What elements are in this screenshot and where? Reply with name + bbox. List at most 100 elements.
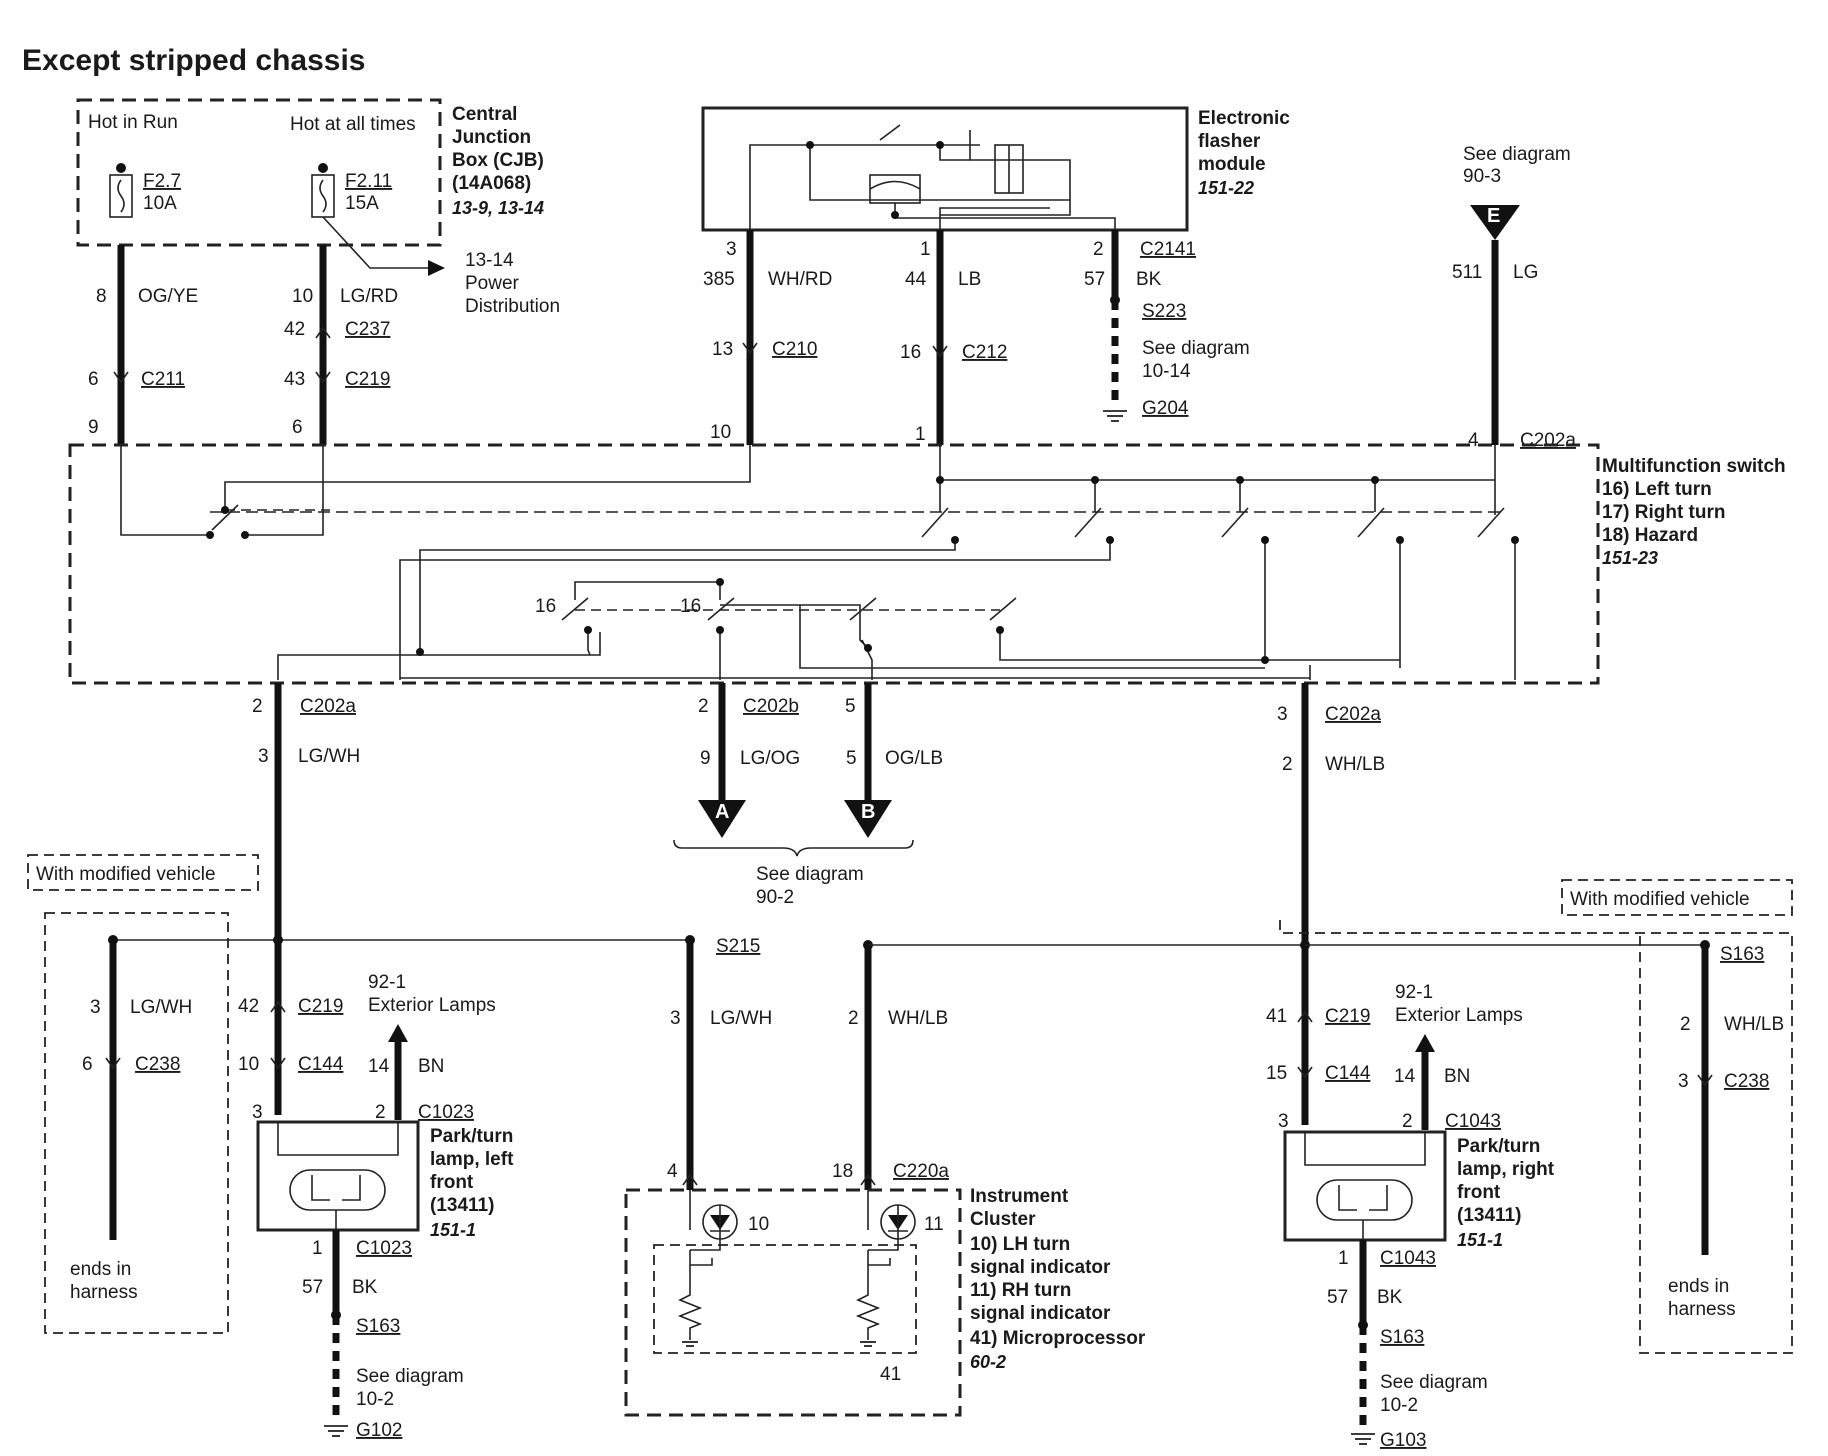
flasher-module-box bbox=[701, 106, 1189, 232]
connector-c2141: C2141 bbox=[1140, 239, 1196, 260]
left-modified-box bbox=[44, 912, 229, 1334]
splice-s163-right bbox=[1358, 1320, 1368, 1330]
fuse-f27-label: F2.7 bbox=[143, 171, 181, 192]
right-mod-color: WH/LB bbox=[1724, 1014, 1784, 1035]
connector-c144-left: C144 bbox=[298, 1054, 344, 1075]
left-lamp-bulb-icon bbox=[277, 1122, 399, 1230]
wire-lb-circuit: 44 bbox=[905, 269, 927, 290]
wire-wh-lb-right-circuit: 2 bbox=[1282, 754, 1293, 775]
splice-s163-left-label: S163 bbox=[356, 1316, 400, 1337]
left-lamp-pin-a: 3 bbox=[252, 1102, 263, 1123]
right-modified-label: With modified vehicle bbox=[1570, 889, 1750, 910]
connector-c238-right: C238 bbox=[1724, 1071, 1769, 1092]
wire-wh-lb-right-pin-top: 3 bbox=[1277, 704, 1288, 725]
wire-lg-color: LG bbox=[1513, 262, 1538, 283]
power-distribution-line1: Power bbox=[465, 273, 520, 294]
left-gnd-pin: 1 bbox=[312, 1238, 323, 1259]
center-pin-lh: 4 bbox=[667, 1161, 678, 1182]
flasher-line1: Electronic bbox=[1198, 108, 1290, 129]
wire-og-lb-pin-top: 5 bbox=[845, 696, 856, 717]
wire-bk-flasher-pin: 2 bbox=[1093, 239, 1104, 260]
instrument-cluster-box bbox=[624, 1188, 962, 1417]
left-lamp-box bbox=[256, 1120, 420, 1232]
cjb-box bbox=[76, 98, 442, 247]
left-lamp-line3: front bbox=[430, 1172, 474, 1193]
wire-wh-rd-color: WH/RD bbox=[768, 269, 832, 290]
left-lamp-line2: lamp, left bbox=[430, 1149, 514, 1170]
wire-bk-flasher-circuit: 57 bbox=[1084, 269, 1105, 290]
wire-lg-og-color: LG/OG bbox=[740, 748, 800, 769]
wire-lg-og-circuit: 9 bbox=[700, 748, 711, 769]
connector-c219-top: C219 bbox=[345, 369, 390, 390]
marker-b-label: B bbox=[861, 801, 875, 823]
wire-og-lb-color: OG/LB bbox=[885, 748, 943, 769]
wire-lg-rd-pin-b: 43 bbox=[284, 369, 305, 390]
connector-c1043-bottom: C1043 bbox=[1380, 1248, 1436, 1269]
wire-wh-rd-pin-mid: 13 bbox=[712, 339, 733, 360]
lh-turn-indicator-icon bbox=[702, 1204, 738, 1240]
wire-lg-rd-pin-bot: 6 bbox=[292, 417, 303, 438]
right-lamp-bulb-icon bbox=[1304, 1132, 1426, 1240]
connector-c1023-top: C1023 bbox=[418, 1102, 474, 1123]
wire-lg-wh-left-circuit: 3 bbox=[258, 746, 269, 767]
right-lamp-ref: 151-1 bbox=[1457, 1230, 1503, 1250]
ic-line4: signal indicator bbox=[970, 1257, 1111, 1278]
right-see-diagram: See diagram bbox=[1380, 1372, 1488, 1393]
wire-og-ye-color: OG/YE bbox=[138, 286, 198, 307]
wire-lg-pin-bot: 4 bbox=[1468, 430, 1479, 451]
connector-c144-right-mark bbox=[1297, 1066, 1313, 1079]
see-e-line1: See diagram bbox=[1463, 144, 1571, 165]
wire-lb-pin-mid: 16 bbox=[900, 342, 921, 363]
left-mod-pin2: 6 bbox=[82, 1054, 93, 1075]
connector-c219-top-mark bbox=[315, 371, 331, 384]
mfs-internal-wiring bbox=[120, 445, 1516, 680]
mfs-line4: 18) Hazard bbox=[1602, 525, 1698, 546]
marker-b-icon bbox=[844, 800, 892, 838]
connector-c237-mark bbox=[315, 326, 331, 339]
rh-microprocessor-ground-icon bbox=[860, 1341, 876, 1347]
power-distribution-line2: Distribution bbox=[465, 296, 560, 317]
fuse-f211-label: F2.11 bbox=[345, 171, 392, 192]
wire-wh-rd-pin-bot: 10 bbox=[710, 422, 731, 443]
connector-c202a-left: C202a bbox=[300, 696, 356, 717]
mfs-line2: 16) Left turn bbox=[1602, 479, 1712, 500]
marker-a-icon bbox=[698, 800, 746, 838]
flasher-ref: 151-22 bbox=[1198, 178, 1254, 198]
right-pin-c144: 15 bbox=[1266, 1063, 1287, 1084]
mfs-line1: Multifunction switch bbox=[1602, 456, 1786, 477]
connector-c212: C212 bbox=[962, 342, 1007, 363]
wire-lg-wh-left-color: LG/WH bbox=[298, 746, 360, 767]
center-rh-color: WH/LB bbox=[888, 1008, 948, 1029]
cjb-hot-at-all-times-label: Hot at all times bbox=[290, 114, 416, 135]
marker-e-icon bbox=[1470, 205, 1520, 240]
see-ab-brace bbox=[673, 839, 914, 857]
wire-lg-wh-left-pin-top: 2 bbox=[252, 696, 263, 717]
microprocessor-box bbox=[653, 1244, 917, 1354]
fuse-f27-amp: 10A bbox=[143, 193, 177, 214]
microprocessor-41-label: 41 bbox=[880, 1364, 901, 1385]
left-lamp-pin-b: 2 bbox=[375, 1102, 386, 1123]
connector-c219-right: C219 bbox=[1325, 1006, 1370, 1027]
connector-c238-right-mark bbox=[1697, 1074, 1713, 1087]
left-lg-wh-splice bbox=[273, 935, 283, 945]
connector-c212-mark bbox=[932, 345, 948, 358]
wire-bk-flasher-color: BK bbox=[1136, 269, 1162, 290]
rh-led-return bbox=[868, 1239, 899, 1251]
wire-wh-rd-pin-top: 3 bbox=[726, 239, 737, 260]
see-diagram-g204-ref: 10-14 bbox=[1142, 361, 1191, 382]
connector-c219-left-mark bbox=[270, 1000, 286, 1013]
ic-line2: Cluster bbox=[970, 1209, 1036, 1230]
mfs-ref: 151-23 bbox=[1602, 548, 1658, 568]
left-lamp-line1: Park/turn bbox=[430, 1126, 513, 1147]
rh-resistor-icon bbox=[855, 1250, 891, 1340]
connector-c210-mark bbox=[742, 342, 758, 355]
left-see-diagram: See diagram bbox=[356, 1366, 464, 1387]
cjb-hot-in-run-label: Hot in Run bbox=[88, 112, 178, 133]
wire-lg-rd-pin-top: 10 bbox=[292, 286, 313, 307]
connector-c219-right-mark bbox=[1297, 1010, 1313, 1023]
right-see-ref: 10-2 bbox=[1380, 1395, 1418, 1416]
connector-c220a: C220a bbox=[893, 1161, 949, 1182]
right-ext-name: Exterior Lamps bbox=[1395, 1005, 1523, 1026]
right-mod-pin1: 2 bbox=[1680, 1014, 1691, 1035]
